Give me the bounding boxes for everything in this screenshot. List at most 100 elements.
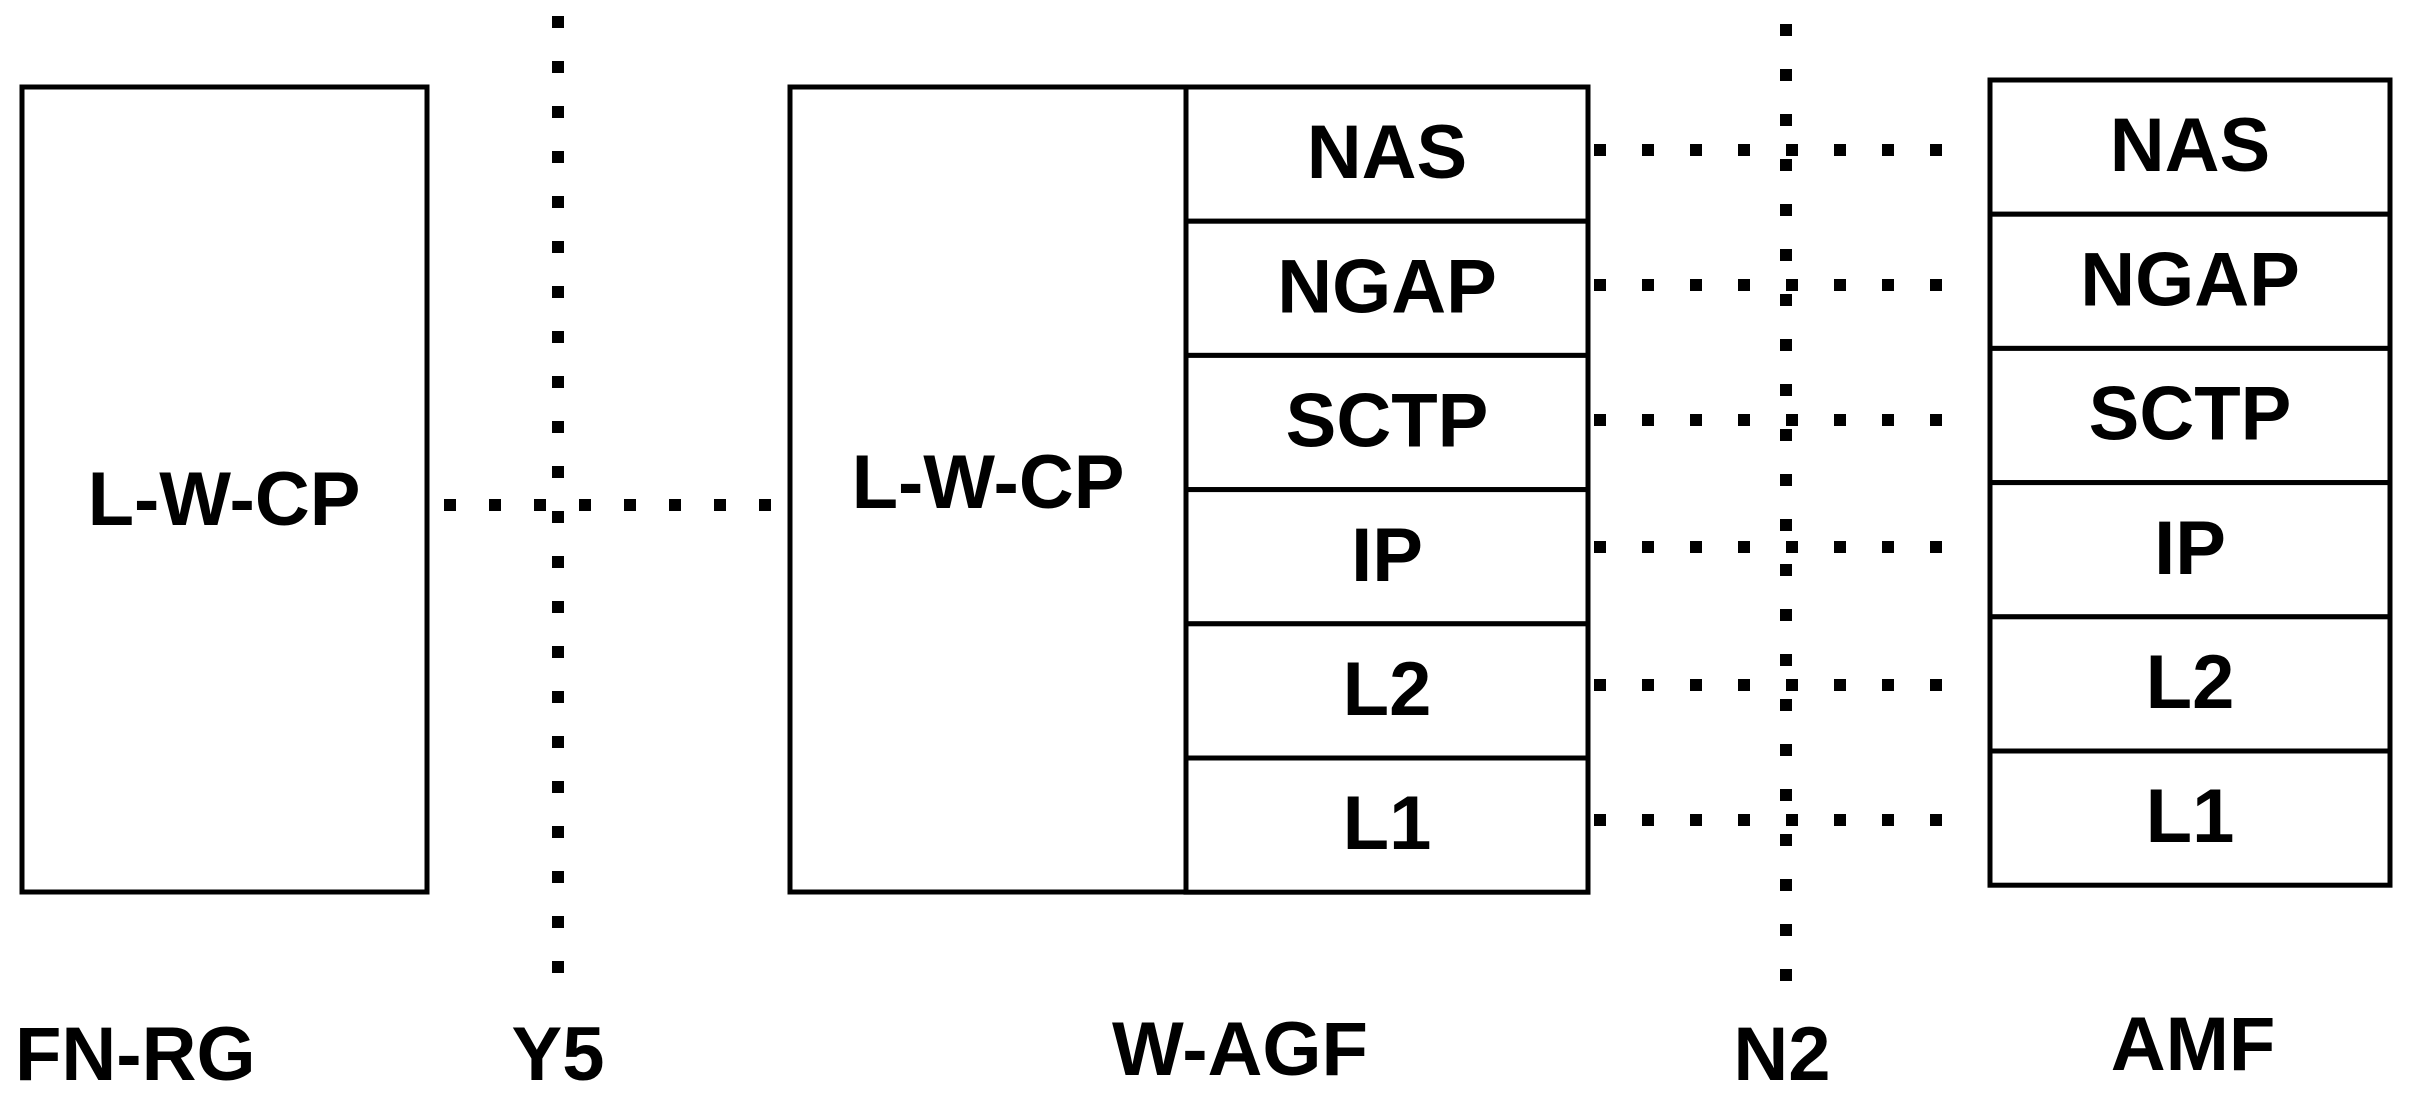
n2-link-dot <box>1690 679 1702 691</box>
wagf-layer-l2: L2 <box>1183 621 1591 761</box>
amf-layer-sctp: SCTP <box>1987 345 2393 486</box>
n2-line-dot <box>1780 654 1792 666</box>
amf-layer-l2: L2 <box>1987 614 2393 754</box>
y5-line-dot <box>552 736 564 748</box>
wagf-layer-box <box>1183 755 1591 895</box>
fnrg-lwcp-box <box>19 84 430 895</box>
n2-link-dot <box>1882 279 1894 291</box>
n2-link-dot <box>1690 541 1702 553</box>
y5-line-dot <box>552 151 564 163</box>
y5-label: Y5 <box>512 1012 605 1097</box>
y5-line-dot <box>552 16 564 28</box>
amf-layer-box <box>1987 345 2393 486</box>
n2-link-dot <box>1594 679 1606 691</box>
n2-link-dot <box>1882 814 1894 826</box>
n2-link-dot <box>1594 279 1606 291</box>
wagf-layer-box <box>1183 487 1591 627</box>
n2-link-dot <box>1594 414 1606 426</box>
amf-layer-label: SCTP <box>2089 372 2292 457</box>
n2-link-dot <box>1834 814 1846 826</box>
n2-link-dot <box>1882 679 1894 691</box>
n2-line-dot <box>1780 204 1792 216</box>
n2-link-dot <box>1930 414 1942 426</box>
wagf-layer-l1: L1 <box>1183 755 1591 895</box>
n2-link-ip <box>1594 541 1942 553</box>
n2-link-dot <box>1738 679 1750 691</box>
amf-layer-nas: NAS <box>1987 77 2393 217</box>
fnrg-entity-label: FN-RG <box>15 1012 256 1097</box>
y5-line-dot <box>552 961 564 973</box>
y5-line-dot <box>552 556 564 568</box>
y5-link-dot <box>489 499 501 511</box>
y5-line-dot <box>552 241 564 253</box>
n2-link-dot <box>1642 541 1654 553</box>
n2-link-dot <box>1738 279 1750 291</box>
n2-link-dot <box>1738 414 1750 426</box>
wagf-lwcp-label: L-W-CP <box>852 440 1125 525</box>
n2-link-dot <box>1738 541 1750 553</box>
n2-link-dot <box>1642 279 1654 291</box>
n2-line-dot <box>1780 69 1792 81</box>
y5-connection-line <box>444 499 771 511</box>
y5-line-dot <box>552 331 564 343</box>
n2-line-dot <box>1780 159 1792 171</box>
n2-link-ngap <box>1594 279 1942 291</box>
fnrg-lwcp-label: L-W-CP <box>88 457 361 542</box>
n2-link-dot <box>1786 679 1798 691</box>
n2-link-dot <box>1834 679 1846 691</box>
n2-link-dot <box>1882 541 1894 553</box>
y5-line-dot <box>552 826 564 838</box>
n2-line-dot <box>1780 429 1792 441</box>
y5-line-dot <box>552 421 564 433</box>
n2-line-dot <box>1780 744 1792 756</box>
n2-link-dot <box>1642 814 1654 826</box>
n2-line-dot <box>1780 834 1792 846</box>
n2-link-dot <box>1642 414 1654 426</box>
y5-link-dot <box>579 499 591 511</box>
n2-line-dot <box>1780 249 1792 261</box>
amf-layer-label: NGAP <box>2080 237 2300 322</box>
wagf-layer-label: IP <box>1351 513 1423 598</box>
y5-line-dot <box>552 646 564 658</box>
n2-connection-lines <box>1594 144 1942 826</box>
n2-link-dot <box>1690 414 1702 426</box>
wagf-lwcp-box <box>787 84 1189 895</box>
n2-link-dot <box>1786 279 1798 291</box>
n2-link-sctp <box>1594 414 1942 426</box>
n2-link-dot <box>1786 814 1798 826</box>
y5-line-dot <box>552 466 564 478</box>
n2-line-dot <box>1780 294 1792 306</box>
n2-link-dot <box>1930 144 1942 156</box>
n2-link-dot <box>1594 541 1606 553</box>
n2-link-dot <box>1594 814 1606 826</box>
fnrg-node: L-W-CP <box>19 84 430 895</box>
n2-line-dot <box>1780 924 1792 936</box>
n2-link-dot <box>1690 144 1702 156</box>
n2-link-dot <box>1930 279 1942 291</box>
n2-line-dot <box>1780 519 1792 531</box>
n2-reference-line <box>1780 24 1792 981</box>
n2-line-dot <box>1780 114 1792 126</box>
n2-link-dot <box>1930 814 1942 826</box>
y5-line-dot <box>552 691 564 703</box>
y5-line-dot <box>552 61 564 73</box>
n2-link-dot <box>1642 679 1654 691</box>
wagf-layer-sctp: SCTP <box>1183 352 1591 493</box>
wagf-layer-box <box>1183 218 1591 358</box>
n2-link-dot <box>1930 541 1942 553</box>
y5-line-dot <box>552 376 564 388</box>
n2-link-dot <box>1690 814 1702 826</box>
n2-line-dot <box>1780 339 1792 351</box>
wagf-layer-label: NGAP <box>1277 244 1497 329</box>
n2-link-dot <box>1882 414 1894 426</box>
n2-line-dot <box>1780 474 1792 486</box>
amf-layer-label: L2 <box>2146 640 2235 725</box>
y5-link-dot <box>669 499 681 511</box>
y5-line-dot <box>552 286 564 298</box>
n2-link-dot <box>1738 814 1750 826</box>
wagf-layer-ngap: NGAP <box>1183 218 1591 358</box>
amf-layer-ngap: NGAP <box>1987 211 2393 351</box>
